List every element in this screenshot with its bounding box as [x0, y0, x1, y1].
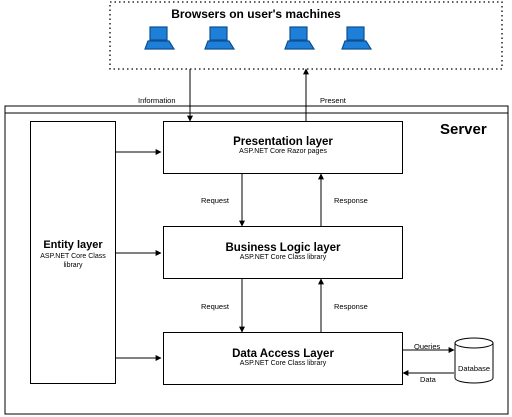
business-layer-name: Business Logic layer	[225, 242, 341, 254]
entity-layer-tech: ASP.NET Core Class library	[40, 253, 106, 269]
entity-layer-name: Entity layer	[43, 239, 103, 251]
queries-label: Queries	[414, 342, 441, 351]
present-label: Present	[320, 96, 346, 105]
presentation-layer-box: Presentation layer ASP.NET Core Razor pa…	[163, 121, 403, 174]
laptop-icon	[284, 26, 316, 50]
business-layer-box: Business Logic layer ASP.NET Core Class …	[163, 226, 403, 279]
business-layer-tech: ASP.NET Core Class library	[239, 254, 327, 261]
response-label-2: Response	[334, 302, 368, 311]
laptop-icon	[341, 26, 373, 50]
database-label: Database	[458, 364, 491, 373]
server-title: Server	[440, 121, 487, 138]
data-access-layer-box: Data Access Layer ASP.NET Core Class lib…	[163, 332, 403, 385]
data-access-layer-tech: ASP.NET Core Class library	[239, 360, 327, 367]
response-label-1: Response	[334, 196, 368, 205]
laptop-icon	[144, 26, 176, 50]
presentation-layer-name: Presentation layer	[233, 136, 333, 148]
presentation-layer-tech: ASP.NET Core Razor pages	[239, 148, 327, 155]
data-label: Data	[420, 375, 436, 384]
laptop-icon	[204, 26, 236, 50]
database-icon	[454, 337, 494, 384]
server-frame	[4, 105, 509, 415]
entity-layer-box: Entity layer ASP.NET Core Class library	[30, 121, 116, 384]
browsers-title: Browsers on user's machines	[171, 7, 341, 21]
information-label: Information	[138, 96, 176, 105]
request-label-1: Request	[201, 196, 229, 205]
request-label-2: Request	[201, 302, 229, 311]
data-access-layer-name: Data Access Layer	[232, 348, 334, 360]
